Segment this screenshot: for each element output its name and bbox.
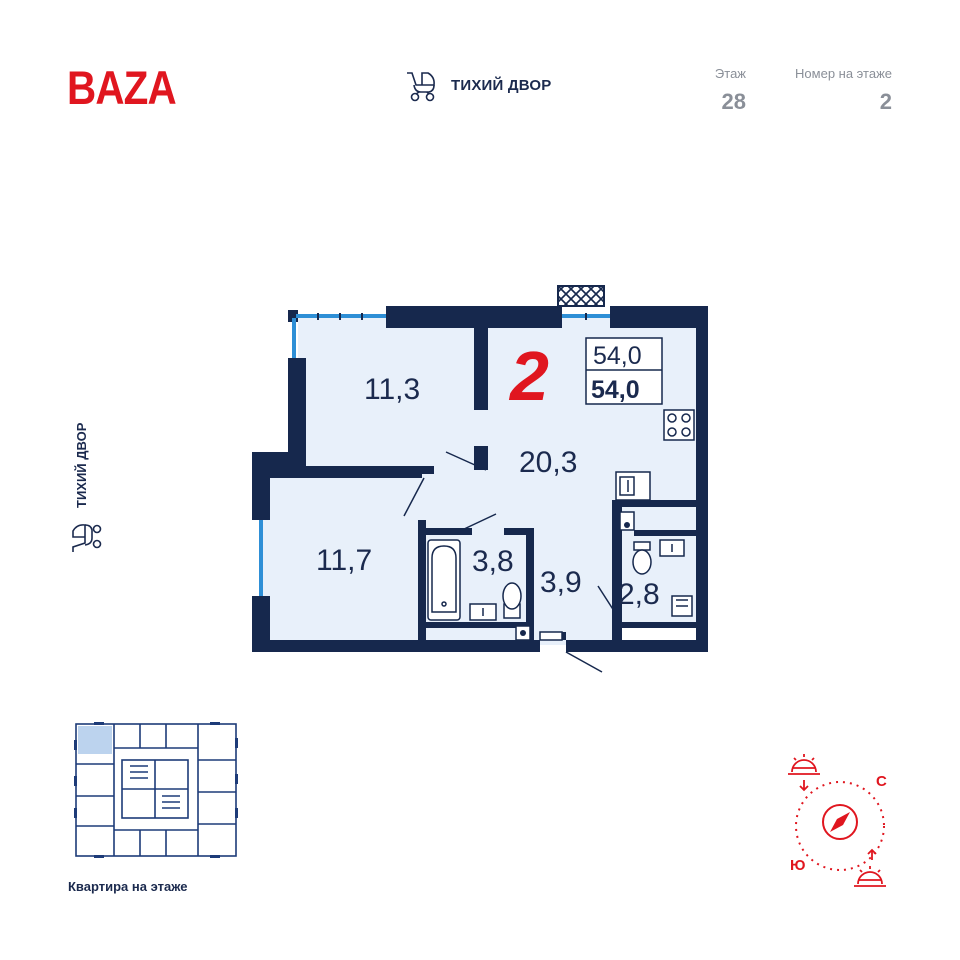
number-label: Номер на этаже (795, 66, 892, 81)
riser-icon (619, 511, 635, 531)
entrance-marker (539, 631, 563, 641)
courtyard-label: ТИХИЙ ДВОР (451, 76, 552, 94)
number-value: 2 (879, 89, 892, 114)
compass-rose: С Ю (788, 754, 887, 887)
number-info: Номер на этаже 2 (770, 66, 892, 115)
bathtub-icon (427, 539, 461, 621)
floor-label: Этаж (714, 66, 746, 81)
area-box (585, 337, 663, 405)
stove-icon (663, 409, 695, 441)
bathroom-sink-icon (469, 603, 497, 621)
toilet-icon (502, 582, 522, 619)
room-area-kitchen-living: 20,3 (519, 446, 577, 479)
ventilation-icon (557, 285, 605, 307)
sunrise-icon (788, 754, 820, 792)
wc-sink-icon (659, 539, 685, 557)
living-area: 54,0 (591, 376, 640, 404)
compass-icon (822, 804, 858, 840)
highlighted-apartment (78, 726, 112, 754)
room-area-wc: 2,8 (618, 578, 660, 611)
room-area-bedroom-top: 11,3 (364, 373, 420, 406)
room-area-hall: 3,9 (540, 566, 582, 599)
floor-info: Этаж 28 (700, 66, 746, 115)
rooms-count: 2 (508, 337, 549, 415)
total-area: 54,0 (593, 342, 642, 370)
kitchen-sink-icon (615, 471, 651, 501)
riser-icon (515, 625, 531, 641)
sunset-icon (854, 848, 886, 887)
room-area-bedroom-bottom: 11,7 (316, 544, 372, 577)
compass-south-label: Ю (790, 857, 805, 874)
floor-minimap (74, 722, 238, 858)
wc-toilet-icon (632, 541, 652, 575)
floor-fill (262, 318, 700, 645)
room-area-bathroom: 3,8 (472, 545, 514, 578)
baby-stroller-icon (72, 524, 102, 552)
baby-stroller-icon (407, 72, 435, 102)
window-dividers (317, 313, 587, 320)
courtyard-badge: ТИХИЙ ДВОР (403, 67, 552, 103)
door-swings (403, 451, 617, 673)
side-courtyard-badge: ТИХИЙ ДВОР (66, 400, 106, 560)
floor-value: 28 (721, 89, 746, 114)
walls (252, 306, 708, 652)
minimap-caption: Квартира на этаже (68, 879, 188, 894)
water-heater-icon (671, 595, 693, 617)
brand-logo: BAZA (67, 61, 177, 114)
compass-north-label: С (876, 773, 887, 790)
